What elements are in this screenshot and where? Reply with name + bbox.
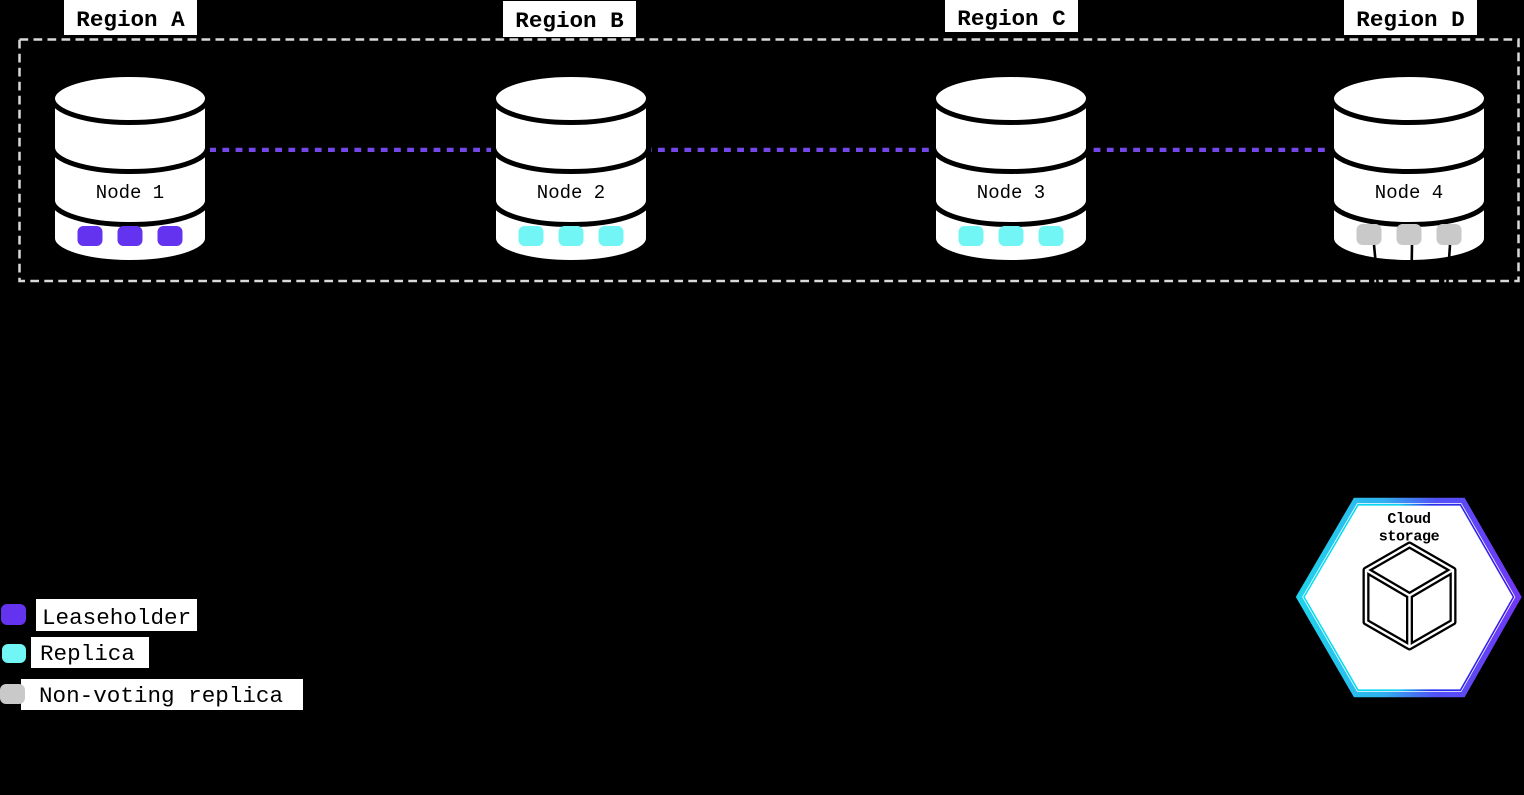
svg-text:Non-voting replica: Non-voting replica [39,683,283,709]
svg-text:Region D: Region D [1356,7,1464,33]
svg-text:Region B: Region B [515,8,624,34]
svg-text:Cloud: Cloud [1387,511,1430,528]
svg-text:Node 3: Node 3 [977,182,1045,204]
svg-text:Replica: Replica [40,641,135,667]
svg-text:Region C: Region C [957,6,1065,32]
svg-text:Node 2: Node 2 [537,182,605,204]
svg-text:storage: storage [1379,529,1440,546]
svg-text:Node 1: Node 1 [96,182,164,204]
svg-text:Region A: Region A [76,7,185,33]
svg-text:Node 4: Node 4 [1375,182,1443,204]
svg-text:Leaseholder: Leaseholder [42,605,191,631]
